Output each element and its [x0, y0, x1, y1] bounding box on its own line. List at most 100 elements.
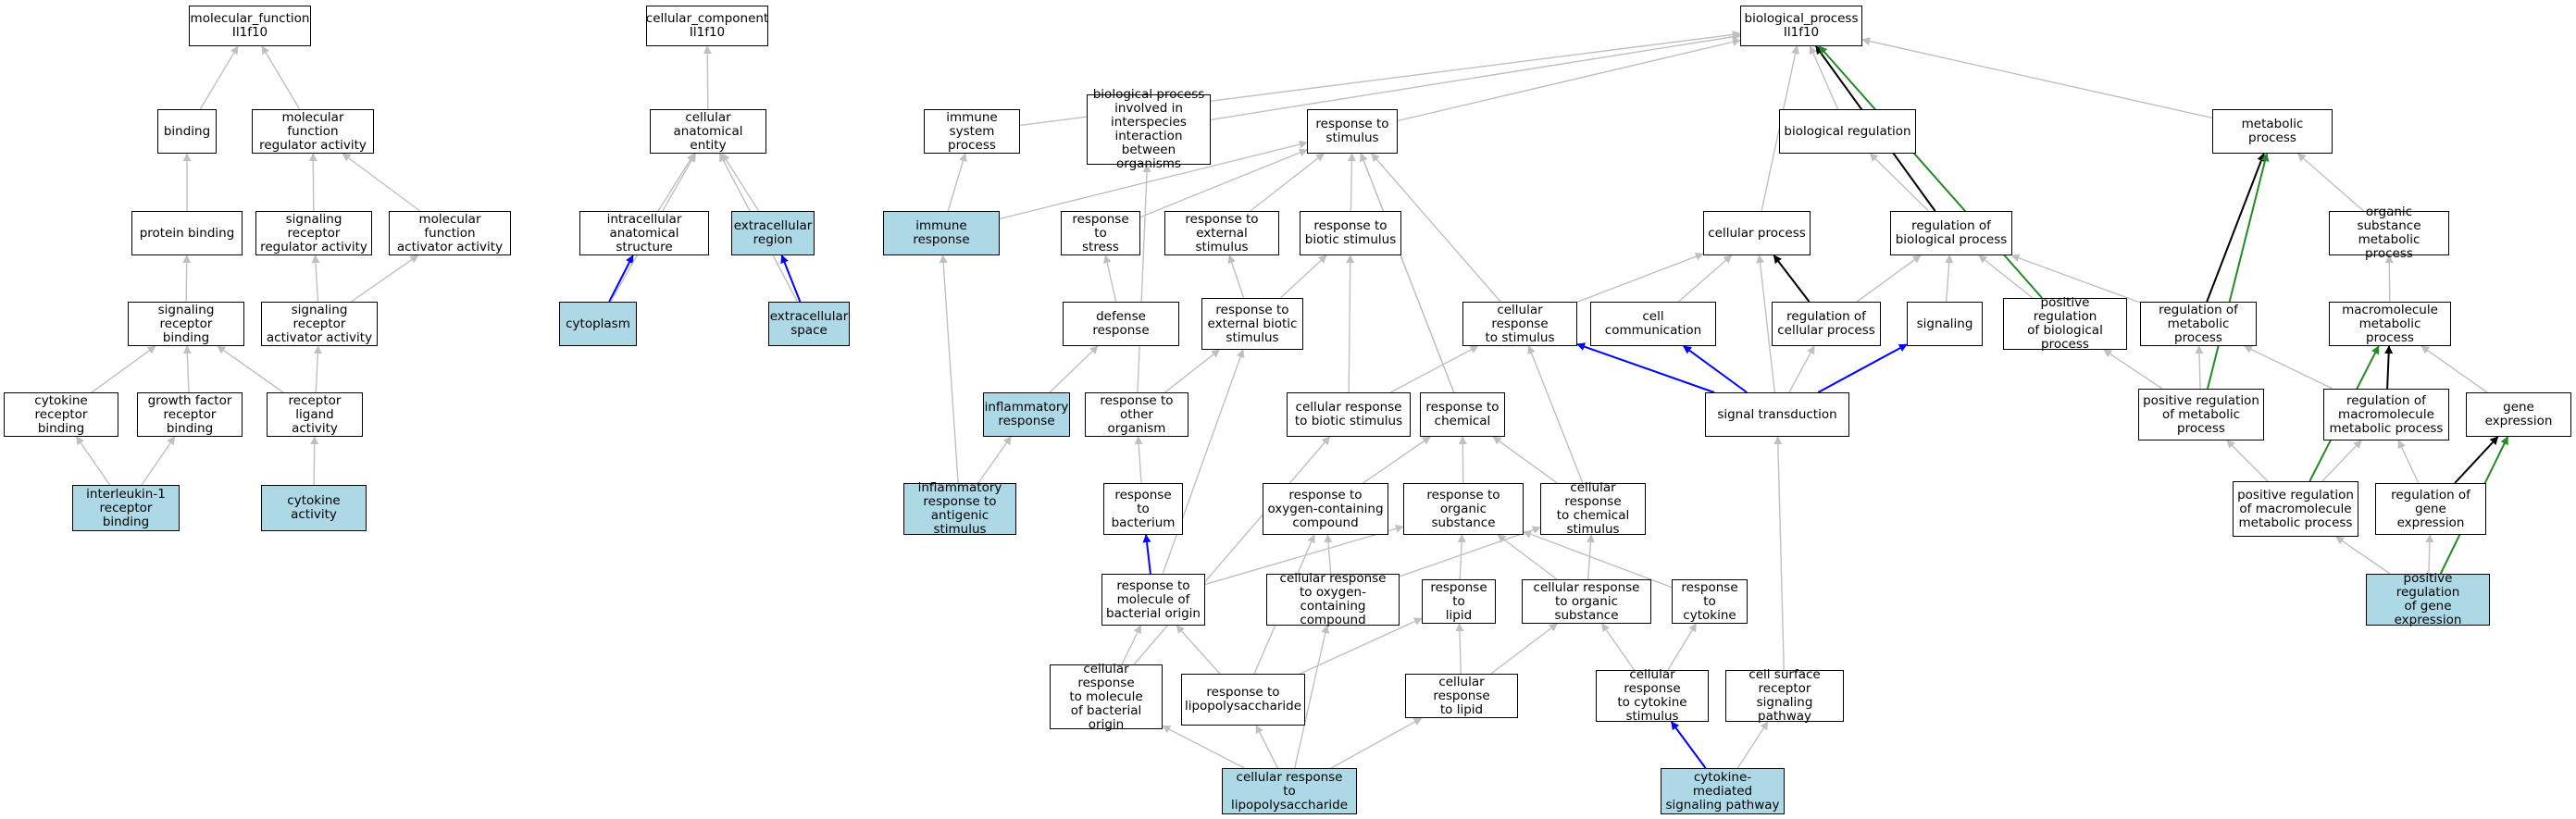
term-node-reg-metab[interactable]: regulation of metabolic process: [2140, 302, 2257, 346]
term-node-cytokine-path[interactable]: cytokine-mediated signaling pathway: [1661, 768, 1785, 814]
term-node-immune-sys[interactable]: immune system process: [924, 109, 1020, 154]
term-node-mf-root[interactable]: molecular_function Il1f10: [189, 6, 311, 46]
edge-metab-to-bp_root: [1861, 37, 2213, 119]
term-node-pos-reg-bio[interactable]: positive regulation of biological proces…: [2003, 296, 2127, 352]
edge-resp_lipid-to-resp_org_sub: [1457, 534, 1466, 580]
edge-reg_gene_expr-to-gene_expr: [2454, 436, 2499, 484]
edge-reg_gene_expr-to-reg_macro_metab: [2397, 440, 2420, 484]
edge-pos_reg_metab-to-metab: [2207, 153, 2270, 390]
term-node-pos-reg-metab[interactable]: positive regulation of metabolic process: [2138, 389, 2264, 441]
edge-ecs-to-ecr: [780, 254, 802, 303]
term-node-resp-lps[interactable]: response to lipopolysaccharide: [1181, 674, 1305, 726]
term-node-protein-binding[interactable]: protein binding: [131, 211, 243, 255]
term-node-resp-ext[interactable]: response to external stimulus: [1164, 211, 1279, 255]
term-node-defense[interactable]: defense response: [1063, 302, 1179, 346]
term-node-org-sub-metab[interactable]: organic substance metabolic process: [2329, 205, 2449, 261]
term-node-inflam[interactable]: inflammatory response: [983, 392, 1070, 437]
term-node-sig-trans[interactable]: signal transduction: [1705, 392, 1849, 437]
term-node-rec-ligand[interactable]: receptor ligand activity: [267, 392, 363, 437]
term-node-resp-oxy[interactable]: response to oxygen-containing compound: [1263, 483, 1388, 535]
term-node-resp-cytokine[interactable]: response to cytokine: [1672, 579, 1748, 624]
term-node-cae[interactable]: cellular anatomical entity: [650, 109, 766, 154]
term-node-ecs[interactable]: extracellular space: [768, 302, 850, 346]
edge-resp_other_org-to-resp_ext_biotic: [1164, 349, 1221, 393]
term-node-cytokine-rec-binding[interactable]: cytokine receptor binding: [4, 392, 118, 437]
edge-rec_ligand-to-sig_rec_binding: [217, 345, 284, 393]
term-node-cell-resp-oxy[interactable]: cellular response to oxygen-containing c…: [1266, 572, 1400, 627]
term-node-cell-resp-chem[interactable]: cellular response to chemical stimulus: [1540, 481, 1646, 537]
edge-cytokine_path-to-cell_surface_rec: [1736, 721, 1769, 769]
edge-rec_ligand-to-sig_rec_act: [313, 345, 322, 393]
term-node-sig-rec-reg[interactable]: signaling receptor regulator activity: [255, 211, 372, 255]
term-node-bio-reg[interactable]: biological regulation: [1779, 109, 1916, 154]
edge-mf_reg-to-mf_root: [261, 45, 301, 110]
term-node-cell-comm[interactable]: cell communication: [1590, 302, 1716, 346]
term-node-reg-gene-expr[interactable]: regulation of gene expression: [2375, 483, 2486, 535]
edge-pos_reg_metab-to-reg_metab: [2195, 345, 2204, 390]
edge-gf_rec_binding-to-sig_rec_binding: [182, 345, 192, 393]
term-node-gene-expr[interactable]: gene expression: [2466, 392, 2571, 437]
term-node-binding[interactable]: binding: [157, 109, 217, 154]
edge-sig_rec_binding-to-protein_binding: [182, 254, 192, 303]
edge-sig_trans-to-cell_resp_stim: [1576, 342, 1715, 393]
term-node-bp-root[interactable]: biological_process Il1f10: [1740, 6, 1862, 46]
term-node-cell-resp-org-sub[interactable]: cellular response to organic substance: [1522, 579, 1651, 624]
term-node-cell-resp-lipid[interactable]: cellular response to lipid: [1405, 674, 1518, 718]
edge-cell_resp_cytokine-to-resp_cytokine: [1667, 623, 1697, 671]
edge-resp_stim-to-bp_root: [1397, 37, 1741, 122]
edge-inflam_antigen-to-inflam: [977, 436, 1012, 484]
term-node-pos-reg-gene-expr[interactable]: positive regulation of gene expression: [2366, 572, 2490, 627]
term-node-reg-macro-metab[interactable]: regulation of macromolecule metabolic pr…: [2323, 389, 2449, 441]
edge-cae-to-cc_root: [703, 45, 712, 110]
edge-org_sub_metab-to-metab: [2296, 153, 2364, 212]
term-node-resp-other-org[interactable]: response to other organism: [1085, 392, 1188, 437]
term-node-gf-rec-binding[interactable]: growth factor receptor binding: [137, 392, 243, 437]
edge-resp_ext_biotic-to-resp_biotic: [1279, 254, 1327, 299]
term-node-inflam-antigen[interactable]: inflammatory response to antigenic stimu…: [903, 481, 1016, 537]
term-node-reg-bio[interactable]: regulation of biological process: [1890, 211, 2012, 255]
term-node-sig-rec-binding[interactable]: signaling receptor binding: [128, 302, 244, 346]
term-node-bp-interspecies[interactable]: biological process involved in interspec…: [1087, 88, 1211, 171]
term-node-resp-org-sub[interactable]: response to organic substance: [1403, 483, 1524, 535]
term-node-cell-proc[interactable]: cellular process: [1703, 211, 1811, 255]
term-node-cell-resp-cytokine[interactable]: cellular response to cytokine stimulus: [1596, 668, 1709, 724]
edge-cell_resp_biotic-to-cell_resp_stim: [1389, 345, 1479, 393]
term-node-cell-resp-biotic[interactable]: cellular response to biotic stimulus: [1287, 392, 1411, 437]
term-node-cell-resp-mol-bact[interactable]: cellular response to molecule of bacteri…: [1050, 662, 1163, 731]
edge-cell_resp_chem-to-cell_resp_stim: [1527, 345, 1584, 484]
term-node-ias[interactable]: intracellular anatomical structure: [579, 211, 709, 255]
edge-binding-to-mf_root: [199, 45, 239, 110]
edge-ecr-to-cae: [721, 153, 760, 212]
term-node-signaling[interactable]: signaling: [1907, 302, 1983, 346]
term-node-mf-reg[interactable]: molecular function regulator activity: [252, 109, 374, 154]
term-node-sig-rec-act[interactable]: signaling receptor activator activity: [261, 302, 378, 346]
term-node-resp-chem[interactable]: response to chemical: [1420, 392, 1505, 437]
edge-sig_trans-to-reg_cell: [1788, 345, 1815, 393]
term-node-cytokine-activity[interactable]: cytokine activity: [261, 485, 367, 531]
term-node-il1-rec-binding[interactable]: interleukin-1 receptor binding: [72, 485, 180, 531]
term-node-mf-act[interactable]: molecular function activator activity: [389, 211, 511, 255]
term-node-resp-biotic[interactable]: response to biotic stimulus: [1300, 211, 1401, 255]
term-node-cc-root[interactable]: cellular_component Il1f10: [646, 6, 768, 46]
term-node-resp-lipid[interactable]: response to lipid: [1422, 579, 1496, 624]
term-node-cytoplasm[interactable]: cytoplasm: [559, 302, 637, 346]
term-node-metab[interactable]: metabolic process: [2212, 109, 2333, 154]
term-node-cell-resp-stim[interactable]: cellular response to stimulus: [1462, 302, 1577, 346]
term-node-reg-cell[interactable]: regulation of cellular process: [1772, 302, 1881, 346]
term-node-resp-mol-bact[interactable]: response to molecule of bacterial origin: [1101, 574, 1205, 626]
edge-cell_surface_rec-to-sig_trans: [1773, 436, 1785, 671]
term-node-resp-ext-biotic[interactable]: response to external biotic stimulus: [1201, 298, 1303, 350]
term-node-pos-reg-macro[interactable]: positive regulation of macromolecule met…: [2233, 481, 2358, 537]
term-node-resp-stim[interactable]: response to stimulus: [1307, 109, 1398, 154]
term-node-resp-bacterium[interactable]: response to bacterium: [1103, 483, 1183, 535]
term-node-macro-metab[interactable]: macromolecule metabolic process: [2329, 302, 2451, 346]
term-node-cell-resp-lps[interactable]: cellular response to lipopolysaccharide: [1222, 768, 1357, 814]
edge-reg_metab-to-reg_bio: [2010, 254, 2141, 304]
term-node-cell-surface-rec[interactable]: cell surface receptor signaling pathway: [1725, 668, 1844, 724]
term-node-ecr[interactable]: extracellular region: [731, 211, 815, 255]
term-node-resp-stress[interactable]: response to stress: [1061, 211, 1140, 255]
edge-resp_bacterium-to-resp_other_org: [1134, 436, 1143, 484]
edge-resp_ext-to-resp_stim: [1250, 153, 1325, 212]
term-node-immune-resp[interactable]: immune response: [883, 211, 1000, 255]
